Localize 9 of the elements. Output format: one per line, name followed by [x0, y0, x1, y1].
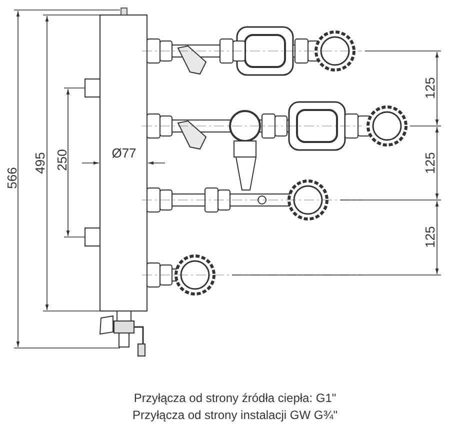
- dimension-label: 495: [34, 152, 46, 174]
- connection-note: Przyłącza od strony instalacji GW G¾": [132, 409, 338, 421]
- dimension-label: 566: [6, 167, 18, 189]
- dimension-label: 250: [56, 149, 68, 171]
- dimension-label: 125: [424, 77, 436, 99]
- connection-note: Przyłącza od strony źródła ciepła: G1": [134, 392, 336, 404]
- dimension-label: 125: [424, 226, 436, 248]
- dimension-label: Ø77: [112, 146, 136, 160]
- dimension-label: 125: [424, 152, 436, 174]
